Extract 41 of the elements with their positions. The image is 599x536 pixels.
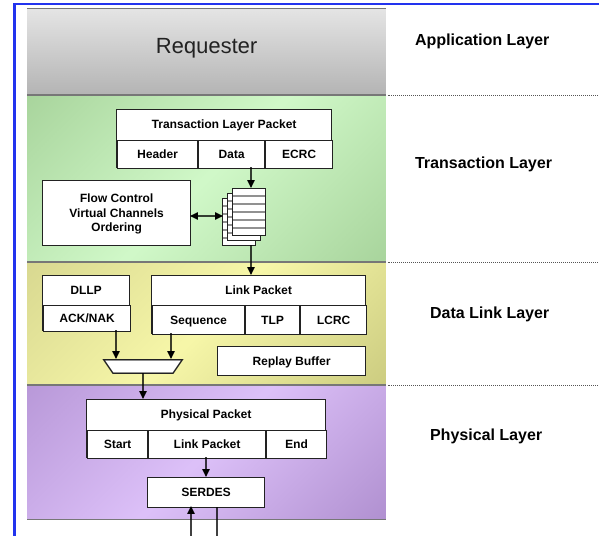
field-cell: TLP: [245, 305, 300, 335]
process-box: Replay Buffer: [217, 346, 366, 376]
field-cell: Link Packet: [148, 430, 266, 459]
connector-line: [216, 507, 218, 536]
arrow: [247, 167, 255, 188]
layer-band: [27, 262, 386, 385]
band-title: Requester: [154, 33, 258, 59]
arrow: [139, 373, 147, 399]
arrow: [247, 245, 255, 275]
field-cell: Start: [87, 430, 148, 459]
application-layer-band: [27, 8, 386, 95]
layer-label: Application Layer: [415, 32, 550, 50]
field-cell: End: [266, 430, 327, 459]
field-cell: LCRC: [300, 305, 367, 335]
process-box: Flow Control Virtual Channels Ordering: [42, 180, 191, 246]
packet-box: [151, 275, 366, 334]
packet-box: [86, 399, 326, 458]
multiplexer-trapezoid: [103, 359, 183, 374]
layer-label: Physical Layer: [430, 427, 542, 445]
layer-band: [27, 95, 386, 262]
packet-title: Transaction Layer Packet: [150, 117, 298, 132]
packet-box: [42, 275, 130, 331]
layer-label: Data Link Layer: [430, 305, 550, 323]
process-box: SERDES: [147, 477, 265, 508]
packet-box: [116, 109, 332, 168]
layer-label: Transaction Layer: [415, 155, 552, 173]
packet-title: DLLP: [69, 283, 103, 298]
arrow: [190, 212, 223, 220]
arrow: [112, 330, 120, 359]
layer-band: [27, 385, 386, 520]
arrow: [187, 506, 195, 536]
field-cell: Sequence: [152, 305, 245, 335]
packet-title: Link Packet: [224, 283, 293, 298]
field-cell: Header: [117, 140, 198, 169]
field-cell: ECRC: [265, 140, 333, 169]
arrow: [167, 333, 175, 359]
field-cell: ACK/NAK: [43, 305, 131, 332]
arrow: [202, 457, 210, 477]
packet-title: Physical Packet: [160, 407, 252, 422]
field-cell: Data: [198, 140, 265, 169]
buffer-stack-drawing: [222, 188, 266, 246]
